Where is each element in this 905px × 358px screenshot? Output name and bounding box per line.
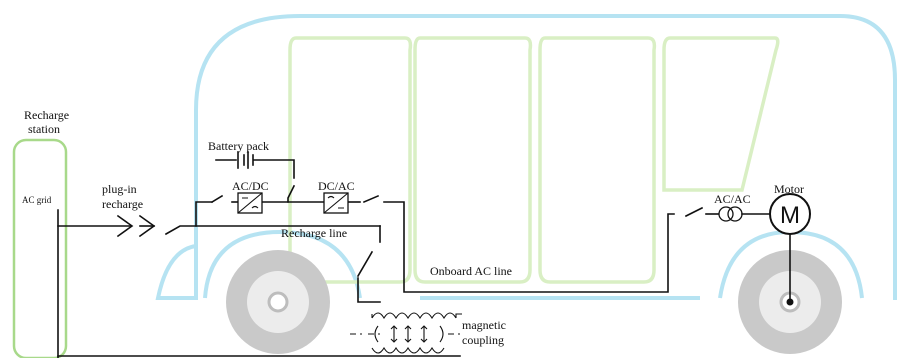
magnetic-coupling	[57, 312, 462, 357]
transformer-icon	[718, 206, 743, 222]
plug-in-label-line2: recharge	[102, 197, 143, 211]
recharge-station-box	[12, 138, 68, 358]
battery-pack-label: Battery pack	[208, 139, 269, 153]
recharge-line-label: Recharge line	[281, 226, 347, 240]
motor-icon: M	[769, 193, 811, 235]
vehicle-windows	[288, 36, 780, 284]
open-switch-icon	[684, 206, 704, 218]
onboard-ac-line-label: Onboard AC line	[430, 264, 512, 278]
vehicle-outline	[155, 14, 897, 300]
motor-symbol: M	[780, 202, 800, 229]
ac-dc-label: AC/DC	[232, 179, 269, 193]
recharge-station-label-line1: Recharge	[24, 108, 69, 122]
coil-icon	[371, 312, 457, 320]
open-switch-icon	[164, 225, 381, 236]
converter-box-icon	[237, 192, 263, 214]
magnetic-coupling-label-line1: magnetic	[462, 318, 506, 332]
plug-chevron-icon	[116, 214, 134, 238]
front-wheel	[226, 250, 330, 354]
plug-in-label-line1: plug-in	[102, 182, 137, 196]
magnetic-coupling-label-line2: coupling	[462, 333, 504, 347]
recharge-station-label-line2: station	[28, 122, 60, 136]
open-switch-icon	[362, 194, 380, 204]
wiring	[57, 159, 794, 358]
battery-icon	[237, 151, 254, 169]
motor-label: Motor	[774, 182, 804, 196]
dc-ac-label: DC/AC	[318, 179, 355, 193]
coil-icon	[371, 346, 445, 354]
open-switch-icon	[356, 250, 374, 278]
ac-grid-label: AC grid	[22, 195, 52, 205]
converter-box-icon	[323, 192, 349, 214]
ac-ac-label: AC/AC	[714, 192, 751, 206]
open-switch-icon	[287, 184, 296, 203]
